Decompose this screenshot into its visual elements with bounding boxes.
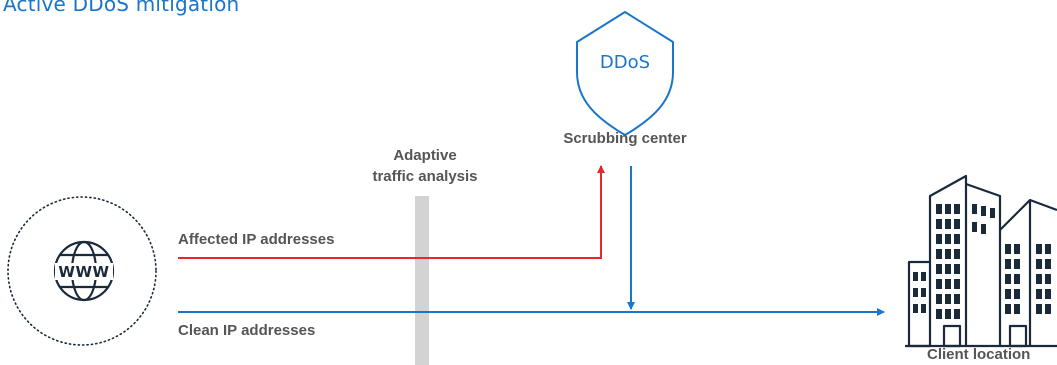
affected-ip-label: Affected IP addresses — [178, 231, 335, 248]
clean-ip-label: Clean IP addresses — [178, 322, 316, 339]
client-location-label: Client location — [927, 346, 1031, 363]
adaptive-label-line2: traffic analysis — [372, 168, 478, 185]
www-label: WWW — [58, 263, 110, 281]
internet-dotted-circle — [7, 196, 157, 346]
traffic-analysis-filter-bar — [415, 196, 429, 365]
internet-node — [7, 196, 157, 346]
building-windows — [913, 204, 1051, 319]
shield-ddos-label: DDoS — [599, 52, 651, 73]
affected-traffic-line — [178, 165, 605, 259]
diagram-title: Active DDoS mitigation — [3, 0, 240, 16]
adaptive-label-line1: Adaptive — [393, 147, 457, 164]
scrubbing-center-label: Scrubbing center — [563, 130, 687, 147]
office-buildings-icon — [905, 174, 1057, 348]
globe-www-icon — [53, 240, 115, 302]
shield-icon — [576, 11, 674, 136]
